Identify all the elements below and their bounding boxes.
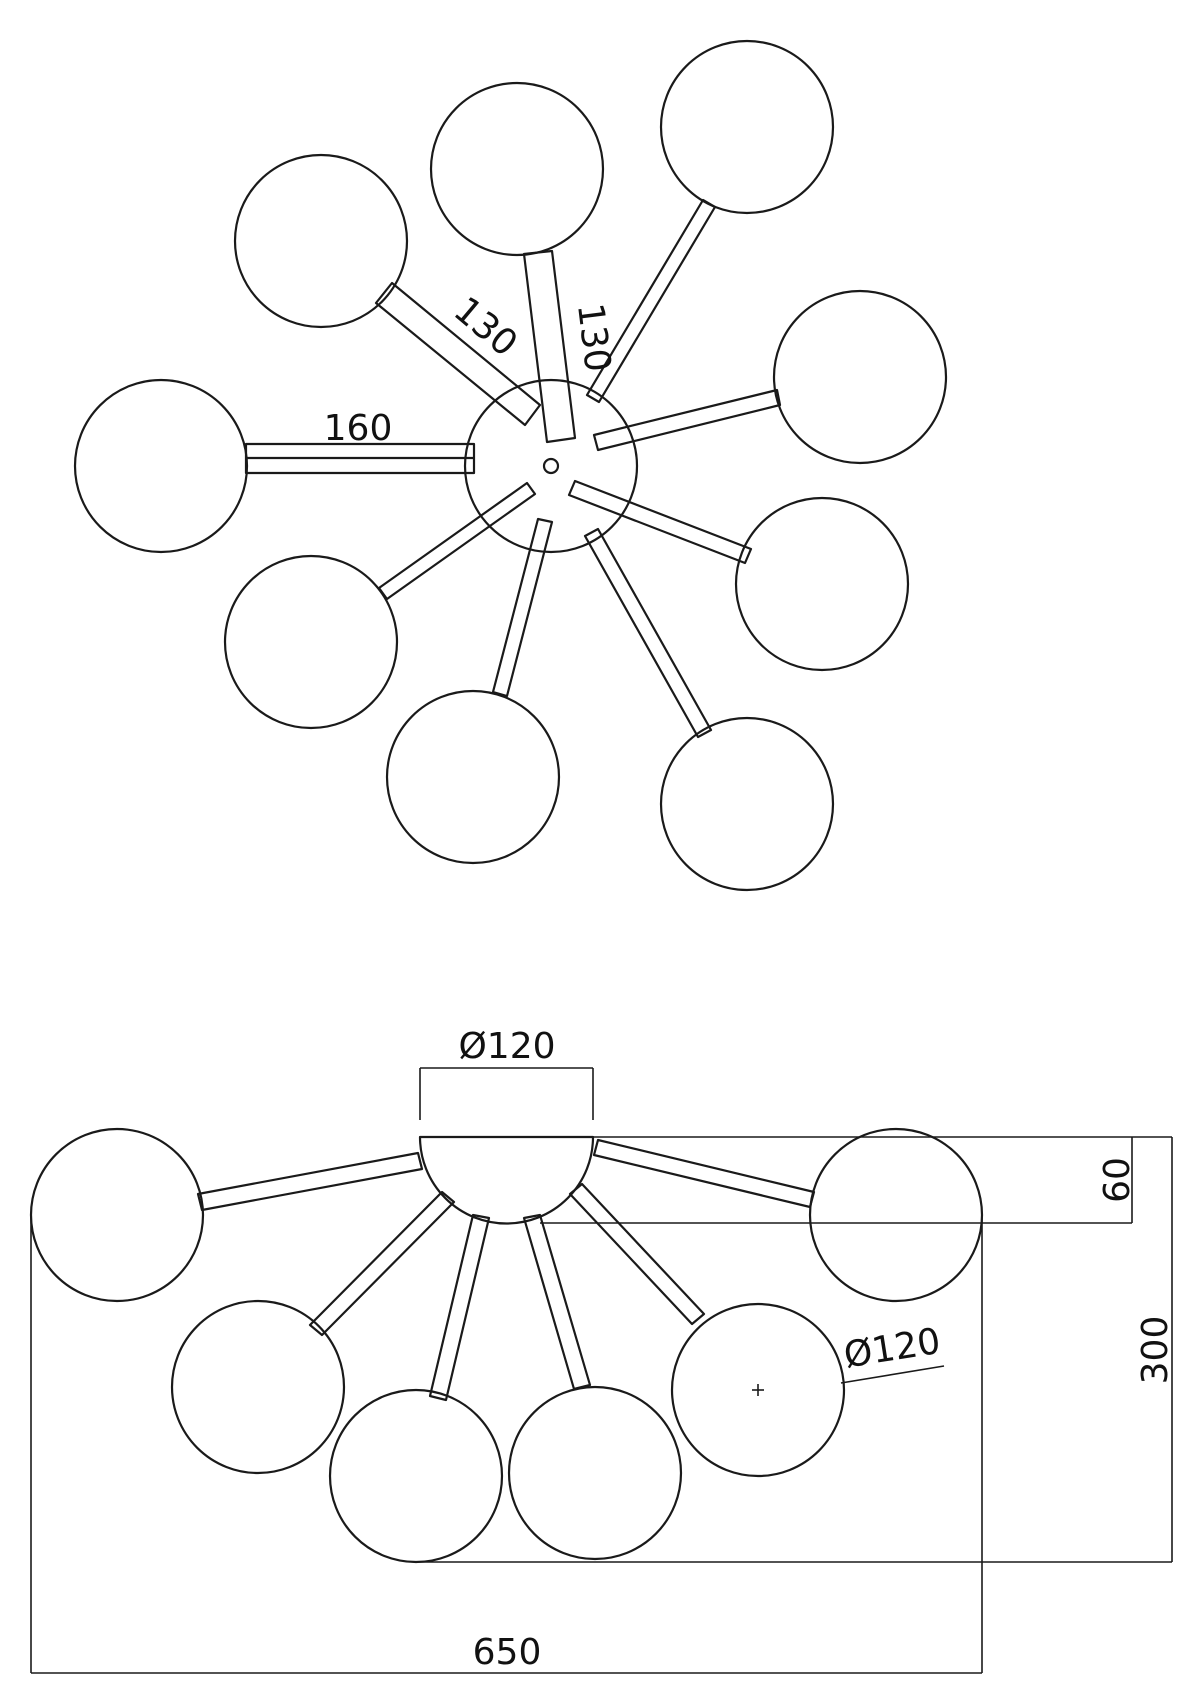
arm-lower [583,527,713,739]
top-view: 160 130 130 [73,39,948,892]
dim-total-width-lines [30,1215,983,1674]
dim-total-width: 650 [473,1632,542,1673]
arm-right [592,388,782,452]
dim-canopy-height: 60 [1097,1157,1138,1203]
side-shade-center-left [328,1388,504,1564]
dim-total-height: 300 [1135,1316,1176,1385]
side-arms [196,1138,816,1402]
side-shade-far-right [808,1127,984,1303]
side-arm-far-left [196,1151,424,1212]
arm-upper-left [374,281,542,427]
shade-right [772,289,948,465]
shade-left [73,378,249,554]
side-arm-right [568,1182,706,1326]
dim-canopy-diameter-lines [419,1067,594,1120]
shade-upper-left [233,153,409,329]
side-arm-center-right [522,1213,592,1391]
side-shade-left [170,1299,346,1475]
side-shade-right [670,1302,846,1478]
dim-canopy-height-lines [540,1136,1133,1224]
arm-lower-right [567,479,753,565]
shade-lower-right [734,496,910,672]
side-shade-center-right [507,1385,683,1561]
side-view: Ø120 Ø120 60 300 650 [29,1026,1176,1674]
side-arm-far-right [592,1138,816,1209]
shade-lower [659,716,835,892]
shade-lower-left [223,554,399,730]
side-arm-center-left [428,1213,491,1402]
dim-arm-130-a: 130 [446,289,525,365]
dim-canopy-diameter: Ø120 [458,1026,555,1067]
shade-upper [429,81,605,257]
side-canopy [418,1135,595,1225]
shade-upper-right [659,39,835,215]
top-center-point [542,457,560,475]
shade-bottom [385,689,561,865]
arm-lower-left [377,481,537,601]
side-arm-left [308,1190,456,1337]
dim-arm-130-b: 130 [569,301,618,374]
side-shade-far-left [29,1127,205,1303]
top-shades [73,39,948,892]
arm-upper [522,249,577,444]
dim-arm-160: 160 [324,408,393,449]
top-canopy [463,378,639,554]
shade-center-mark [752,1384,764,1396]
top-arms [244,198,782,739]
arm-bottom [491,517,554,698]
dim-total-height-lines [416,1136,1173,1563]
side-shades [29,1127,984,1564]
dim-shade-leader [840,1365,945,1384]
